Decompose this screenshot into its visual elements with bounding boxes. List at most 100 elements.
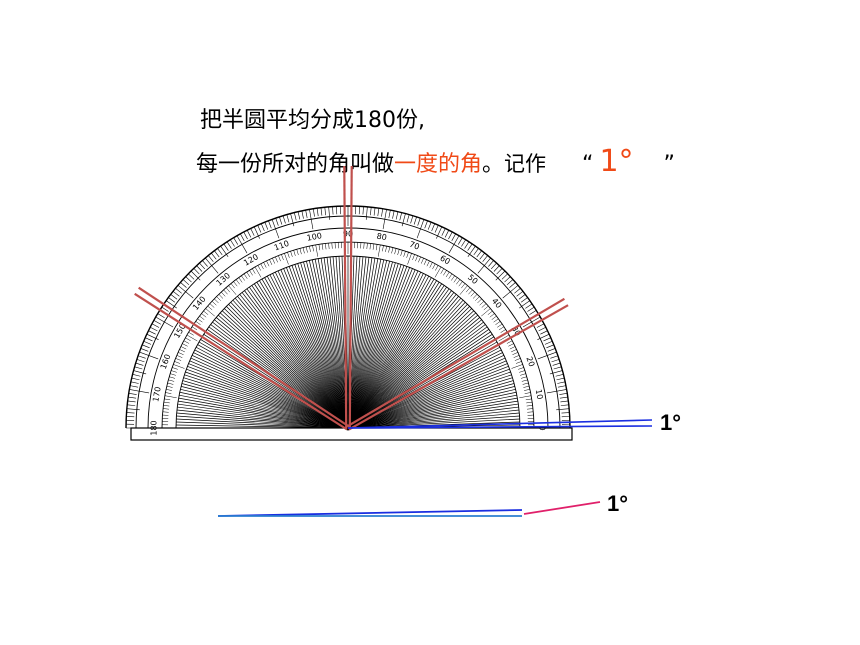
scale-tick [268, 220, 272, 229]
degree-ray [347, 324, 486, 429]
inner-scale-tick [162, 408, 170, 410]
scale-tick [490, 262, 497, 270]
scale-tick [236, 235, 248, 254]
degree-ray [347, 366, 509, 429]
scale-tick [381, 208, 384, 217]
scale-tick [275, 217, 279, 226]
degree-ray [188, 363, 349, 429]
scale-tick [434, 225, 439, 233]
highlight-ray [343, 165, 348, 429]
inner-scale-tick [183, 340, 190, 344]
inner-scale-tick [451, 275, 455, 281]
scale-tick [150, 326, 158, 332]
degree-ray [259, 280, 349, 429]
inner-scale-tick [511, 349, 517, 353]
scale-tick [290, 213, 295, 227]
inner-scale-tick [203, 310, 209, 315]
scale-tick [373, 207, 376, 216]
scale-tick [496, 268, 503, 275]
scale-tick [365, 206, 368, 220]
scale-tick [253, 226, 260, 239]
degree-ray [237, 296, 349, 429]
scale-tick [382, 209, 387, 230]
inner-scale-tick [397, 249, 400, 256]
inner-scale-tick [465, 287, 471, 293]
degree-ray [249, 286, 349, 429]
inner-scale-tick [434, 266, 442, 278]
scale-tick [476, 250, 482, 258]
inner-scale-tick [527, 411, 534, 413]
inner-scale-tick [498, 326, 505, 331]
inner-scale-tick [168, 379, 175, 382]
scale-label: 160 [159, 353, 173, 370]
inner-scale-tick [477, 298, 482, 304]
inner-scale-tick [207, 305, 213, 311]
standalone-degree-label: 1° [607, 491, 629, 516]
inner-scale-tick [263, 262, 267, 268]
scale-tick [495, 270, 506, 281]
degree-ray [347, 294, 457, 429]
scale-tick [193, 268, 200, 275]
degree-ray [326, 257, 349, 429]
scale-tick [527, 306, 535, 312]
inner-scale-tick [520, 376, 527, 379]
inner-scale-tick [518, 367, 524, 370]
inner-scale-tick [458, 281, 463, 287]
degree-ray [347, 319, 482, 429]
scale-tick [243, 231, 248, 240]
degree-ray [184, 374, 349, 429]
scale-tick [188, 273, 195, 280]
degree-ray [347, 269, 416, 429]
inner-scale-tick [498, 334, 510, 342]
inner-scale-tick [309, 246, 311, 252]
degree-ray [347, 386, 515, 429]
scale-tick [518, 294, 526, 300]
degree-ray [347, 415, 520, 429]
degree-ray [226, 306, 349, 429]
scale-tick [260, 223, 265, 232]
inner-scale-tick [526, 401, 533, 404]
scale-tick [509, 282, 516, 288]
scale-tick [148, 330, 156, 335]
inner-scale-tick [369, 243, 371, 250]
inner-scale-tick [164, 398, 171, 401]
degree-ray [294, 264, 349, 429]
inner-scale-tick [520, 373, 526, 376]
pointer-line [523, 501, 601, 515]
degree-ray [347, 312, 477, 429]
degree-ray [347, 299, 464, 429]
scale-tick [556, 377, 565, 381]
scale-tick [140, 348, 149, 352]
scale-tick [448, 235, 460, 254]
inner-scale-tick [199, 315, 205, 320]
inner-scale-tick [483, 305, 489, 311]
inner-scale-tick [521, 379, 528, 382]
inner-scale-tick [254, 266, 262, 278]
degree-ray [347, 341, 498, 429]
inner-scale-tick [205, 308, 215, 317]
inner-scale-tick [299, 248, 302, 255]
scale-tick [165, 300, 177, 309]
scale-tick [537, 351, 557, 360]
degree-ray [190, 357, 349, 429]
one-degree-angle-on-protractor [347, 419, 653, 429]
degree-ray [347, 265, 405, 429]
protractor: 0102030405060708090100110120130140150160… [125, 205, 573, 441]
inner-scale-tick [172, 367, 178, 370]
scale-tick [137, 355, 146, 359]
degree-ray [347, 301, 466, 429]
inner-scale-tick [415, 255, 418, 262]
scale-tick [501, 273, 508, 280]
scale-tick [153, 320, 161, 325]
scale-tick [133, 370, 147, 375]
scale-tick [128, 396, 137, 399]
scale-tick [264, 222, 269, 230]
scale-label: 30 [510, 324, 523, 337]
scale-tick [549, 370, 563, 375]
degree-ray [347, 261, 393, 429]
scale-tick [230, 239, 235, 247]
degree-ray [308, 260, 349, 429]
scale-tick [240, 233, 245, 241]
scale-tick [424, 220, 428, 229]
degree-ray [347, 412, 520, 429]
